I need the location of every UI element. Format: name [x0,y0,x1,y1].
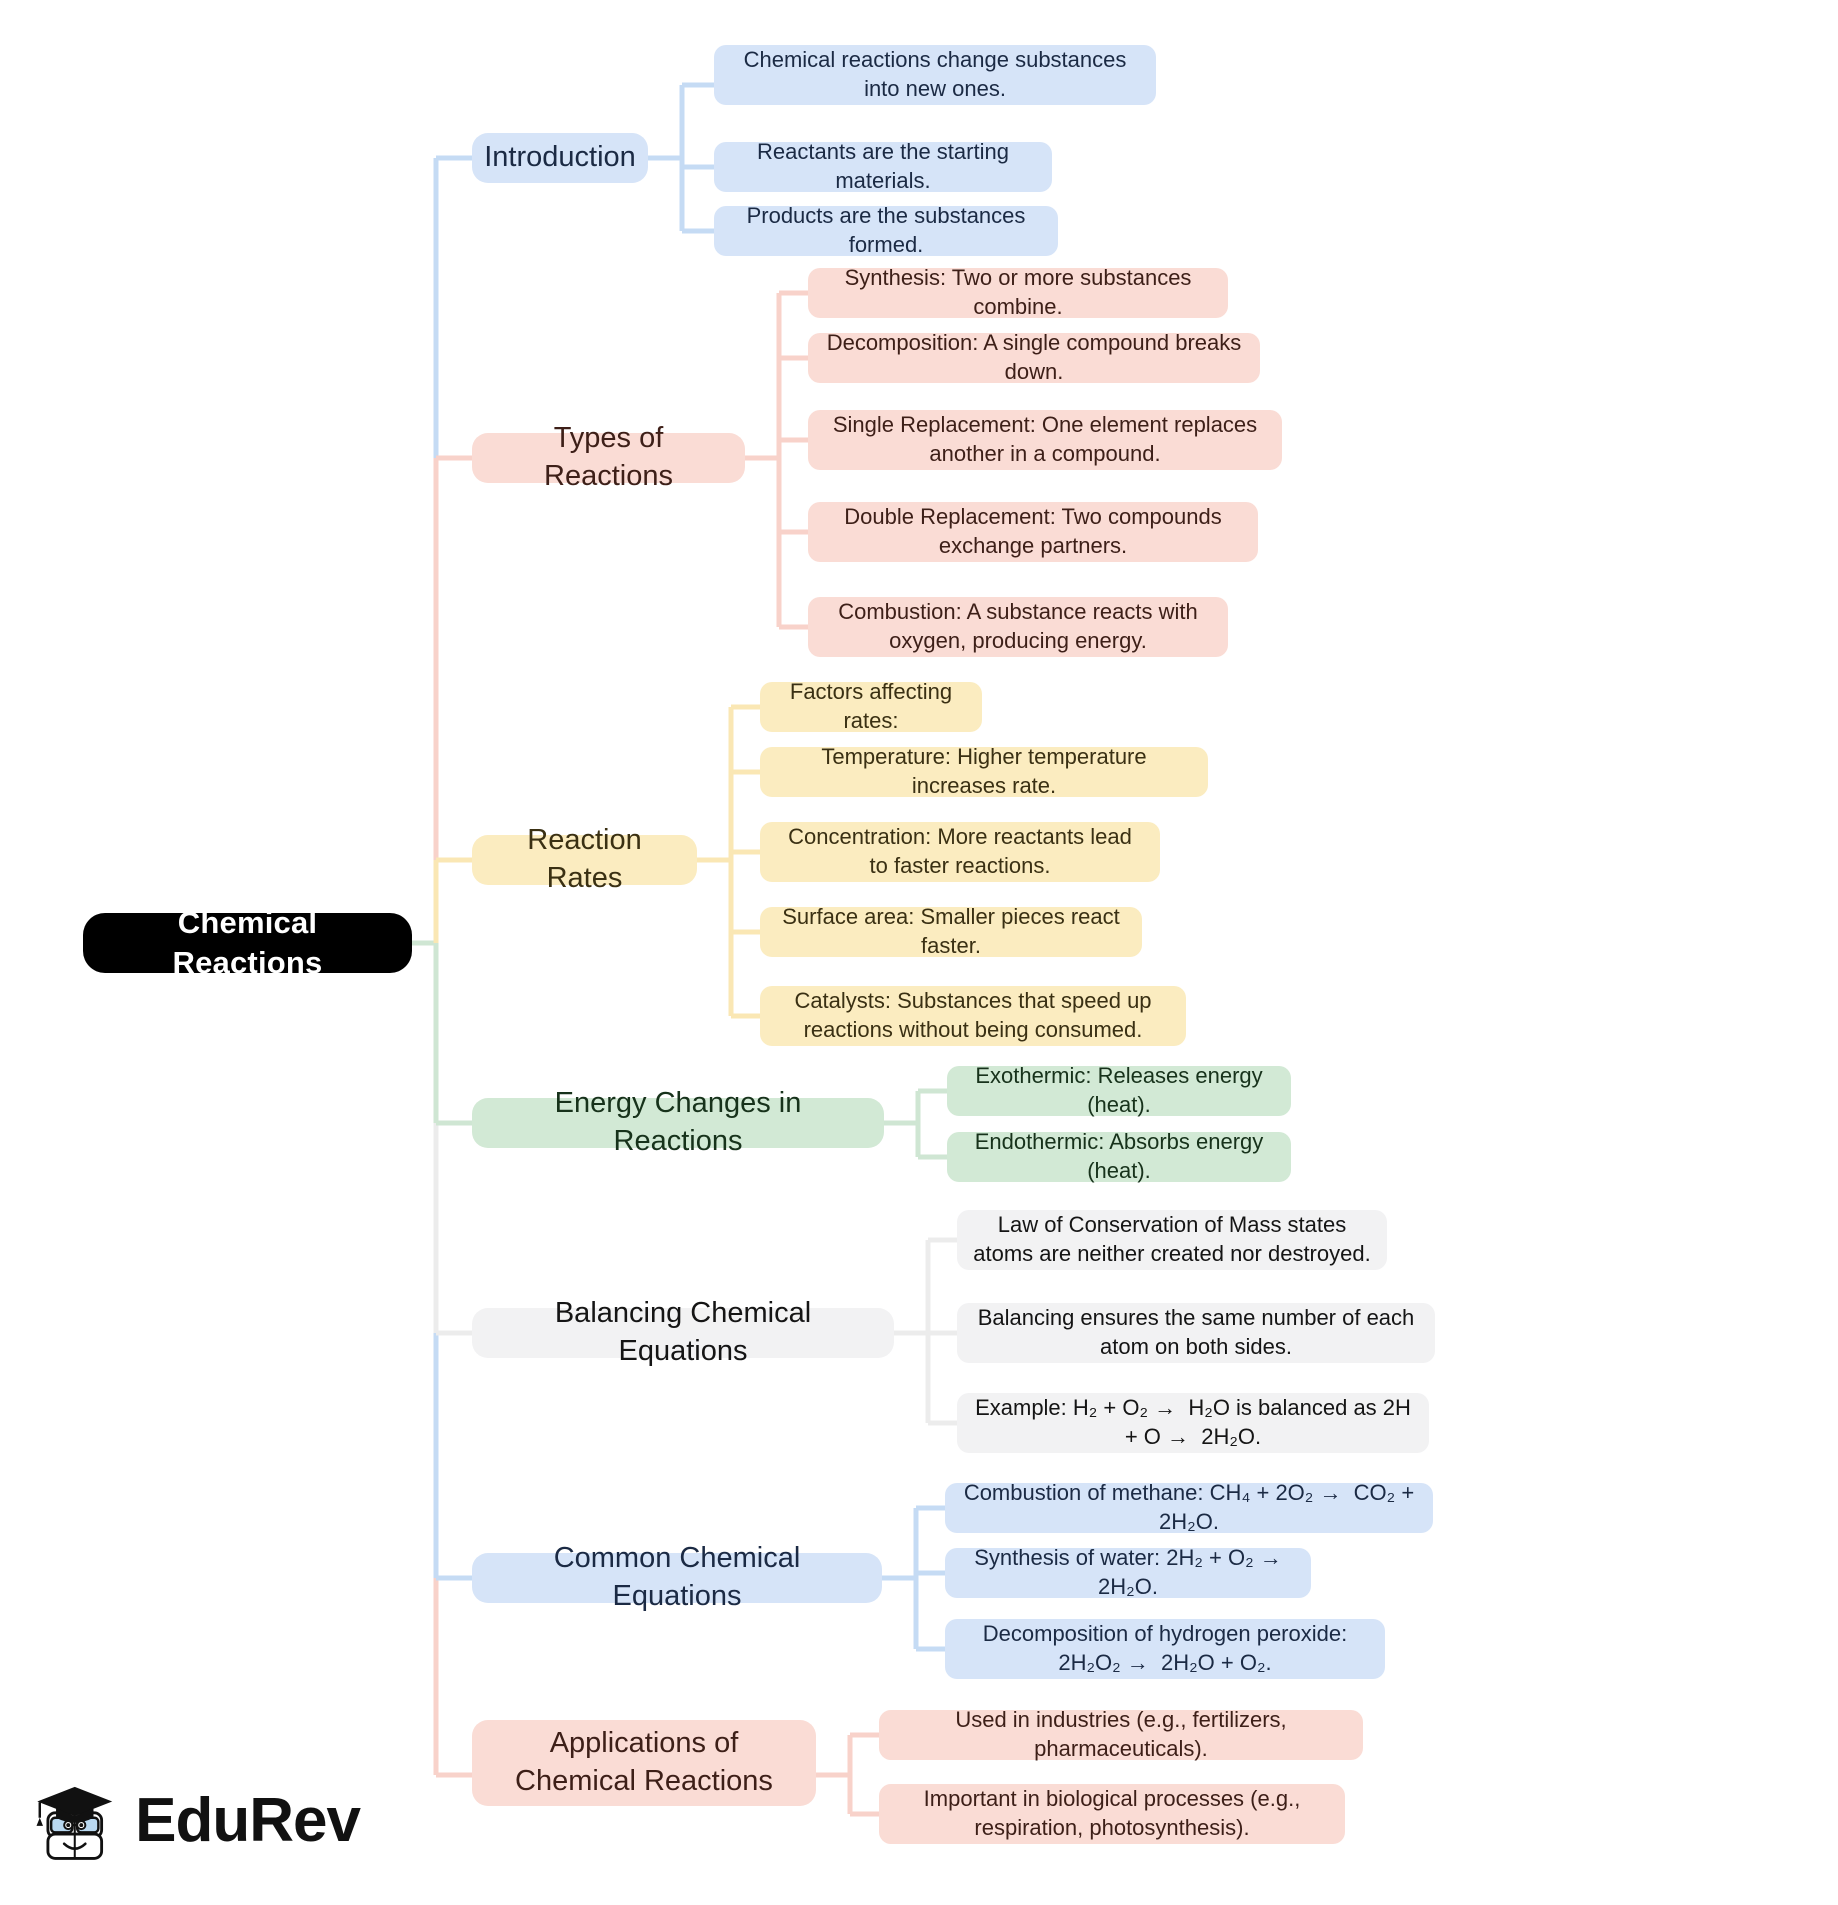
leaf-node-types-3[interactable]: Double Replacement: Two compounds exchan… [808,502,1258,562]
leaf-node-common-1[interactable]: Synthesis of water: 2H₂ + O₂ → 2H₂O. [945,1545,1311,1599]
leaf-node-applications-1[interactable]: Important in biological processes (e.g.,… [879,1784,1345,1844]
leaf-node-applications-0[interactable]: Used in industries (e.g., fertilizers, p… [879,1707,1363,1761]
branch-node-reaction-rates[interactable]: Reaction Rates [472,824,697,894]
leaf-node-rates-0[interactable]: Factors affecting rates: [760,679,982,733]
branch-node-energy-changes[interactable]: Energy Changes in Reactions [472,1087,884,1157]
root-node[interactable]: Chemical Reactions [83,905,412,980]
leaf-node-rates-3[interactable]: Surface area: Smaller pieces react faste… [760,904,1142,958]
leaf-node-energy-1[interactable]: Endothermic: Absorbs energy (heat). [947,1129,1291,1183]
leaf-node-energy-0[interactable]: Exothermic: Releases energy (heat). [947,1063,1291,1117]
leaf-node-introduction-1[interactable]: Reactants are the starting materials. [714,139,1052,193]
leaf-node-introduction-2[interactable]: Products are the substances formed. [714,203,1058,257]
leaf-node-types-4[interactable]: Combustion: A substance reacts with oxyg… [808,597,1228,657]
leaf-node-balancing-1[interactable]: Balancing ensures the same number of eac… [957,1303,1435,1363]
branch-node-balancing[interactable]: Balancing Chemical Equations [472,1297,894,1367]
branch-node-types-of-reactions[interactable]: Types of Reactions [472,422,745,492]
leaf-node-balancing-0[interactable]: Law of Conservation of Mass states atoms… [957,1210,1387,1270]
branch-node-common-equations[interactable]: Common Chemical Equations [472,1542,882,1612]
leaf-node-types-0[interactable]: Synthesis: Two or more substances combin… [808,265,1228,319]
graduation-cap-mascot-icon [36,1786,113,1860]
leaf-node-balancing-2[interactable]: Example: H₂ + O₂ → H₂O is balanced as 2H… [957,1393,1429,1453]
leaf-node-rates-2[interactable]: Concentration: More reactants lead to fa… [760,822,1160,882]
edurev-logo: EduRev [30,1762,361,1880]
leaf-node-common-0[interactable]: Combustion of methane: CH₄ + 2O₂ → CO₂ +… [945,1480,1433,1534]
branch-node-applications[interactable]: Applications of Chemical Reactions [472,1720,816,1806]
leaf-node-types-1[interactable]: Decomposition: A single compound breaks … [808,330,1260,384]
edurev-wordmark: EduRev [135,1786,361,1855]
branch-node-introduction[interactable]: Introduction [472,133,648,183]
leaf-node-rates-4[interactable]: Catalysts: Substances that speed up reac… [760,986,1186,1046]
leaf-node-introduction-0[interactable]: Chemical reactions change substances int… [714,45,1156,105]
leaf-node-common-2[interactable]: Decomposition of hydrogen peroxide: 2H₂O… [945,1619,1385,1679]
leaf-node-rates-1[interactable]: Temperature: Higher temperature increase… [760,744,1208,798]
leaf-node-types-2[interactable]: Single Replacement: One element replaces… [808,410,1282,470]
